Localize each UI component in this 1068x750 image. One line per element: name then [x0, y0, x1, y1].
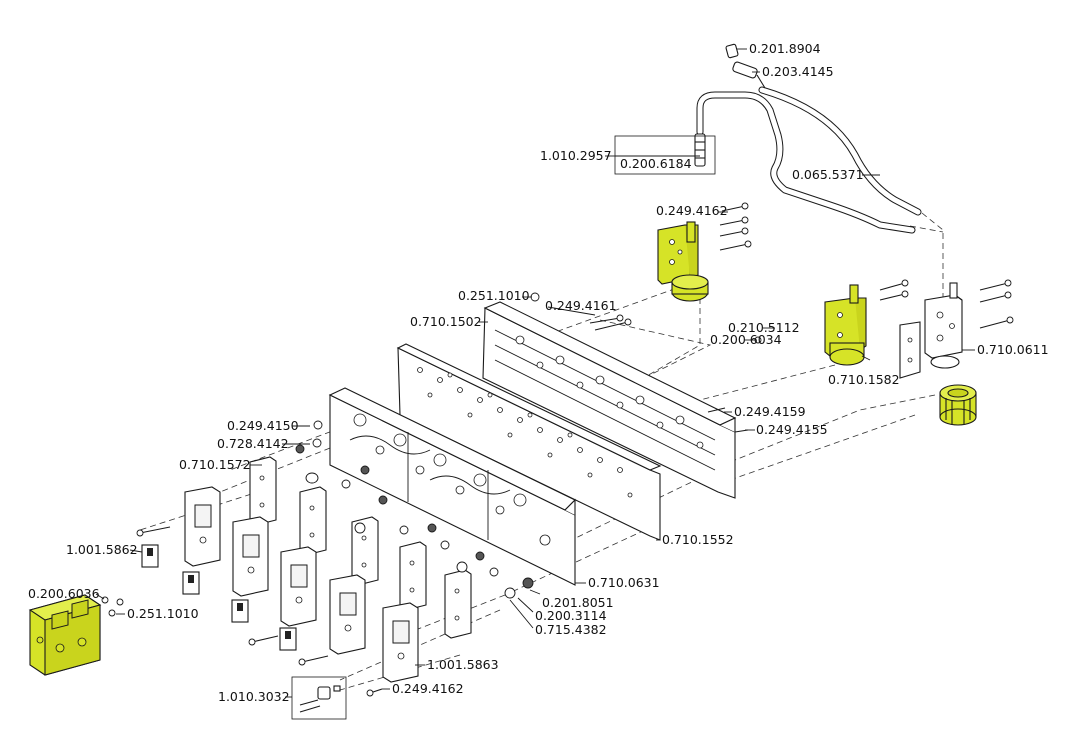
yellow-valve-top — [657, 221, 709, 302]
label-0-200-6034: 0.200.6034 — [710, 332, 782, 347]
manifold-gasket-plate — [396, 343, 662, 541]
label-0-201-8051: 0.201.8051 — [542, 595, 614, 610]
label-0-710-1552: 0.710.1552 — [662, 532, 734, 547]
label-0-200-6036: 0.200.6036 — [28, 586, 100, 601]
bolts — [101, 202, 1014, 697]
label-1-001-5862: 1.001.5862 — [66, 542, 138, 557]
valve-bodies-row — [184, 486, 419, 683]
label-0-710-0631: 0.710.0631 — [588, 575, 660, 590]
yellow-base-block — [28, 594, 102, 676]
label-0-710-1572: 0.710.1572 — [179, 457, 251, 472]
end-block-right — [899, 282, 963, 379]
label-0-200-6184: 0.200.6184 — [620, 156, 692, 171]
label-1-010-2957: 1.010.2957 — [540, 148, 612, 163]
label-1-010-3032: 1.010.3032 — [218, 689, 290, 704]
yellow-valve-right — [824, 284, 867, 366]
label-1-001-5863: 1.001.5863 — [427, 657, 499, 672]
label-0-710-1502: 0.710.1502 — [410, 314, 482, 329]
kit-1-010-3032 — [291, 676, 347, 720]
label-0-728-4142: 0.728.4142 — [217, 436, 289, 451]
label-0-249-4162-bottom: 0.249.4162 — [392, 681, 464, 696]
leader-lines — [95, 48, 975, 698]
pistons-seals — [295, 420, 534, 599]
label-0-249-4150: 0.249.4150 — [227, 418, 299, 433]
fitting-top — [725, 43, 766, 89]
label-0-249-4155: 0.249.4155 — [756, 422, 828, 437]
solenoid-coils — [141, 544, 297, 651]
label-0-249-4161: 0.249.4161 — [545, 298, 617, 313]
label-0-065-5371: 0.065.5371 — [792, 167, 864, 182]
label-0-201-8904: 0.201.8904 — [749, 41, 821, 56]
label-0-251-1010-top: 0.251.1010 — [458, 288, 530, 303]
label-0-203-4145: 0.203.4145 — [762, 64, 834, 79]
manifold-main-body — [328, 387, 576, 586]
tube-assembly — [614, 43, 922, 234]
label-0-249-4162-top: 0.249.4162 — [656, 203, 728, 218]
label-0-200-3114: 0.200.3114 — [535, 608, 607, 623]
part-number-labels: 0.201.8904 0.203.4145 1.010.2957 0.200.6… — [28, 41, 1049, 704]
label-0-710-0611: 0.710.0611 — [977, 342, 1049, 357]
manifold-plate-top — [482, 301, 737, 499]
label-0-249-4159: 0.249.4159 — [734, 404, 806, 419]
yellow-knob — [939, 384, 977, 426]
label-0-210-5112: 0.210.5112 — [728, 320, 800, 335]
label-0-715-4382: 0.715.4382 — [535, 622, 607, 637]
valve-insert — [694, 133, 706, 167]
label-0-251-1010-bottom: 0.251.1010 — [127, 606, 199, 621]
label-0-710-1582: 0.710.1582 — [828, 372, 900, 387]
